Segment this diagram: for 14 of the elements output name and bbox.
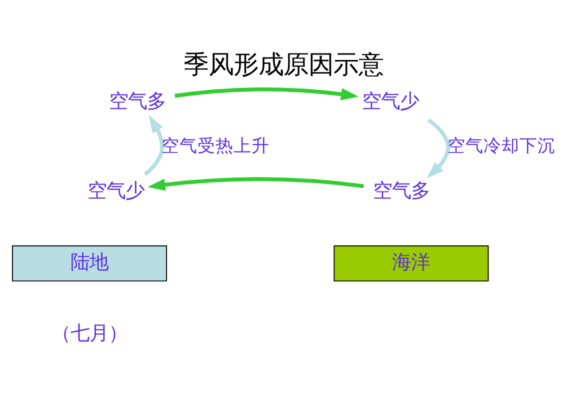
arrow — [144, 114, 164, 176]
node-box: 陆地 — [12, 244, 167, 281]
arrow — [148, 176, 364, 190]
node-text: 空气多 — [108, 88, 166, 112]
node-text: 空气少 — [362, 88, 420, 112]
node-text: 空气多 — [372, 178, 430, 202]
edge-label: 空气受热上升 — [162, 136, 270, 156]
edge-label: 空气冷却下沉 — [447, 136, 556, 156]
caption: （七月） — [51, 320, 128, 344]
node-box: 海洋 — [334, 244, 489, 281]
arrow — [174, 86, 359, 100]
diagram-title: 季风形成原因示意 — [184, 48, 384, 79]
node-text: 空气少 — [87, 178, 144, 202]
arrow — [426, 118, 450, 178]
